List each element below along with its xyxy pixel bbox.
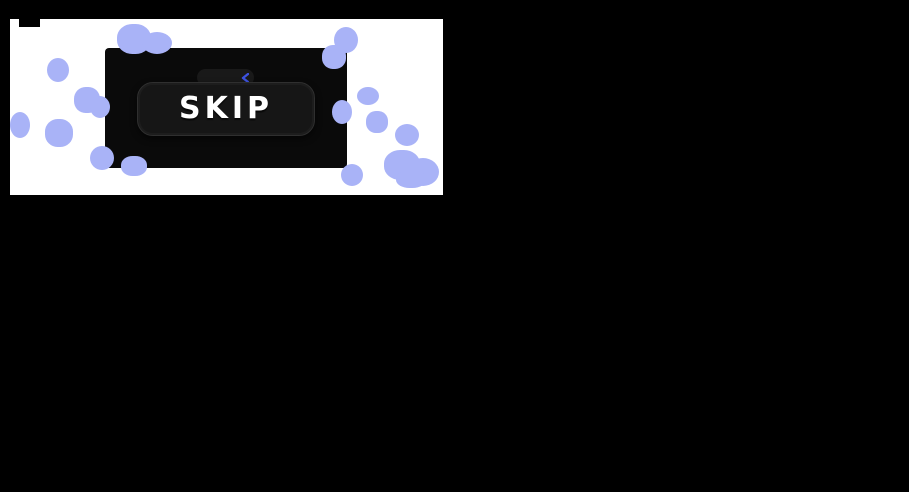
paint-blob xyxy=(121,156,147,176)
paint-blob xyxy=(142,32,172,54)
paint-blob xyxy=(357,87,379,105)
paint-blob xyxy=(47,58,69,82)
timer-pill xyxy=(197,69,254,86)
paint-blob xyxy=(45,119,73,147)
game-viewport: SKIP xyxy=(10,19,443,195)
paint-blob xyxy=(322,45,346,69)
paint-blob xyxy=(366,111,388,133)
corner-notch xyxy=(19,19,40,27)
paint-blob xyxy=(90,146,114,170)
rewind-chevron-icon xyxy=(241,72,249,83)
paint-blob xyxy=(396,170,426,188)
skip-button[interactable]: SKIP xyxy=(137,82,315,136)
paint-blob xyxy=(10,112,30,138)
paint-blob xyxy=(90,96,110,118)
paint-blob xyxy=(341,164,363,186)
paint-blob xyxy=(332,100,352,124)
paint-blob xyxy=(395,124,419,146)
cutscene-overlay: SKIP xyxy=(105,48,347,168)
